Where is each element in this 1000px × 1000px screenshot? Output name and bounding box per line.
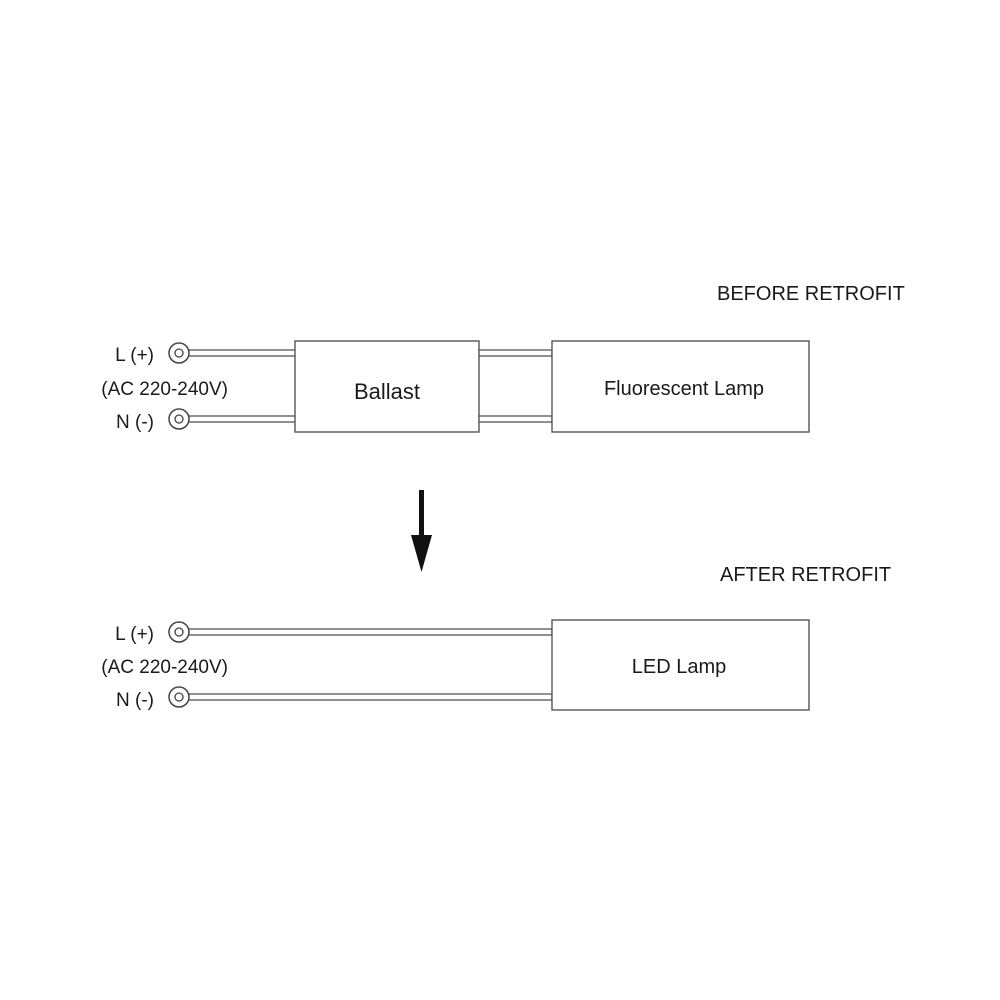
before-neutral-wire bbox=[185, 415, 297, 423]
before-live-wire bbox=[185, 349, 297, 357]
after-neutral-label: N (-) bbox=[116, 690, 154, 711]
before-retrofit-section: BEFORE RETROFIT L (+) (AC 220-240V) N (-… bbox=[101, 283, 905, 433]
after-retrofit-heading: AFTER RETROFIT bbox=[720, 564, 891, 586]
after-retrofit-section: AFTER RETROFIT L (+) (AC 220-240V) N (-)… bbox=[101, 564, 891, 711]
arrow-down-icon bbox=[411, 490, 432, 572]
after-live-wire bbox=[185, 628, 553, 636]
terminal-icon bbox=[168, 686, 190, 708]
terminal-icon bbox=[168, 621, 190, 643]
before-live-label: L (+) bbox=[115, 345, 154, 366]
terminal-icon bbox=[168, 408, 190, 430]
ballast-label: Ballast bbox=[354, 379, 420, 404]
terminal-icon bbox=[168, 342, 190, 364]
fluorescent-lamp-box bbox=[551, 340, 810, 433]
ballast-to-lamp-wire-top bbox=[478, 349, 553, 357]
fluorescent-lamp-label: Fluorescent Lamp bbox=[604, 378, 764, 400]
led-lamp-label: LED Lamp bbox=[632, 656, 727, 678]
ballast-box bbox=[294, 340, 480, 433]
after-supply-label: (AC 220-240V) bbox=[101, 657, 228, 678]
after-live-label: L (+) bbox=[115, 624, 154, 645]
ballast-to-lamp-wire-bottom bbox=[478, 415, 553, 423]
after-neutral-wire bbox=[185, 693, 553, 701]
led-lamp-box bbox=[551, 619, 810, 711]
before-supply-label: (AC 220-240V) bbox=[101, 379, 228, 400]
before-retrofit-heading: BEFORE RETROFIT bbox=[717, 283, 905, 305]
before-neutral-label: N (-) bbox=[116, 412, 154, 433]
